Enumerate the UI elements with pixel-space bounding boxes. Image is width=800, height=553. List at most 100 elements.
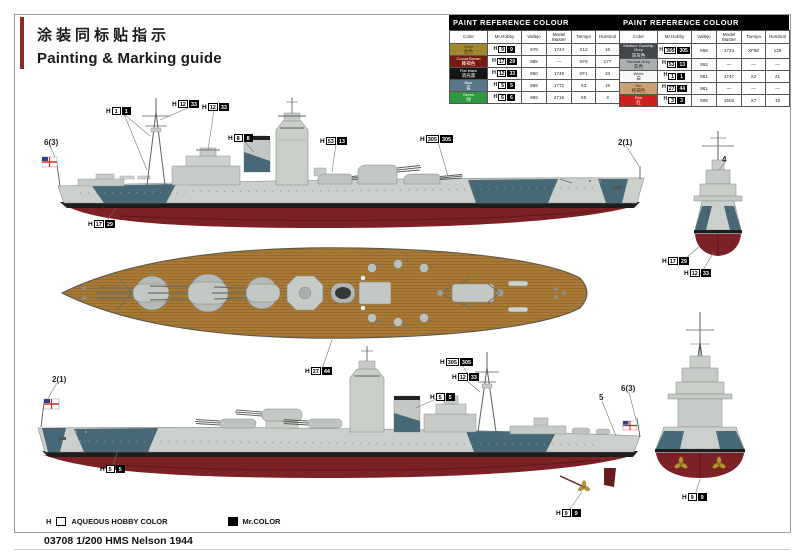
model-master-cell: 1744 bbox=[546, 43, 572, 56]
humbrol-cell: — bbox=[765, 81, 790, 95]
mr-color-number: 9 bbox=[571, 509, 581, 517]
humbrol-cell: 15 bbox=[595, 79, 620, 92]
mr-color-box-icon bbox=[227, 517, 238, 526]
mr-color-number: 305 bbox=[459, 358, 474, 366]
mr-color-number: 33 bbox=[700, 269, 711, 277]
h-prefix: H bbox=[430, 393, 435, 401]
column-header: Mr.Hobby bbox=[657, 30, 692, 44]
vallejo-cell: 951 bbox=[691, 69, 717, 83]
tamiya-cell: — bbox=[741, 81, 766, 95]
footer-rule bbox=[14, 549, 790, 550]
mr-color-number: 5 bbox=[445, 393, 455, 401]
model-master-cell: — bbox=[716, 57, 742, 71]
aqueous-number: 12 bbox=[496, 70, 507, 77]
aqueous-number: 5 bbox=[435, 393, 445, 401]
h-prefix: H bbox=[106, 107, 111, 115]
aqueous-number: 9 bbox=[561, 509, 571, 517]
vallejo-cell: 878 bbox=[521, 43, 547, 56]
aqueous-number: 9 bbox=[687, 493, 697, 501]
mr-color-number: 5 bbox=[507, 82, 516, 89]
column-header: Tamiya bbox=[741, 30, 766, 44]
color-name-cn: 红 bbox=[636, 100, 641, 105]
color-name-cn: 棕褐色 bbox=[631, 88, 646, 93]
model-master-cell: 1772 bbox=[546, 79, 572, 92]
mr-color-number: 29 bbox=[678, 257, 689, 265]
aqueous-number: 3 bbox=[668, 96, 677, 104]
color-name-cn: 白 bbox=[636, 76, 641, 81]
decal-number-label: 6(3) bbox=[621, 384, 636, 393]
color-name-cn: 消光黑 bbox=[461, 73, 476, 79]
tamiya-cell: XF1 bbox=[571, 67, 596, 80]
mr-color-number: 9 bbox=[507, 46, 516, 53]
column-header: Humbrol bbox=[595, 30, 620, 44]
aqueous-number: 5 bbox=[105, 465, 115, 473]
color-name: Red bbox=[634, 94, 643, 100]
title-accent-bar bbox=[20, 17, 24, 69]
side-profile-bottom bbox=[37, 346, 641, 492]
mr-color-number: 3 bbox=[677, 96, 686, 104]
h-prefix: H bbox=[493, 93, 498, 100]
column-header: Color bbox=[449, 30, 488, 44]
h-prefix: H bbox=[100, 465, 105, 473]
aqueous-number: 5 bbox=[498, 82, 507, 89]
aqueous-number: 17 bbox=[93, 220, 104, 228]
column-header: Model Master bbox=[716, 30, 742, 44]
mr-color-number: 33 bbox=[218, 103, 229, 111]
mr-color-number: 33 bbox=[468, 373, 479, 381]
h-prefix: H bbox=[420, 135, 425, 143]
legend-h-prefix: H bbox=[46, 517, 52, 526]
h-prefix: H bbox=[556, 509, 561, 517]
model-master-cell: — bbox=[716, 81, 742, 95]
color-name-cn: 绿 bbox=[466, 97, 471, 103]
aqueous-number: 53 bbox=[666, 60, 677, 68]
tamiya-cell: X3 bbox=[571, 79, 596, 92]
h-prefix: H bbox=[684, 269, 689, 277]
h-prefix: H bbox=[663, 96, 668, 103]
bow-front-view bbox=[693, 131, 743, 256]
mr-color-number: 13 bbox=[336, 137, 347, 145]
color-name-cn: 灰色 bbox=[633, 64, 644, 69]
aqueous-number: 305 bbox=[445, 358, 459, 366]
mr-color-number: 44 bbox=[677, 84, 688, 92]
paint-table-title: PAINT REFERENCE COLOUR bbox=[449, 15, 619, 30]
aqueous-number: 9 bbox=[498, 46, 507, 53]
aqueous-number: 27 bbox=[666, 84, 677, 92]
aqueous-number: 17 bbox=[667, 257, 678, 265]
vallejo-cell: 899 bbox=[521, 79, 547, 92]
aqueous-box-icon bbox=[56, 517, 67, 526]
humbrol-cell: 19 bbox=[765, 93, 790, 107]
column-header: Color bbox=[619, 30, 658, 44]
color-name: Tan bbox=[635, 82, 642, 88]
h-prefix: H bbox=[172, 100, 177, 108]
mr-color-number: 33 bbox=[188, 100, 199, 108]
column-header: Tamiya bbox=[571, 30, 596, 44]
decal-number-label: 6(3) bbox=[44, 138, 59, 147]
tamiya-cell: X2 bbox=[741, 69, 766, 83]
model-master-cell: 1747 bbox=[716, 69, 742, 83]
decal-number-label: 2(1) bbox=[618, 138, 633, 147]
h-prefix: H bbox=[228, 134, 233, 142]
h-prefix: H bbox=[663, 72, 668, 79]
vallejo-cell: 992 bbox=[691, 57, 717, 71]
